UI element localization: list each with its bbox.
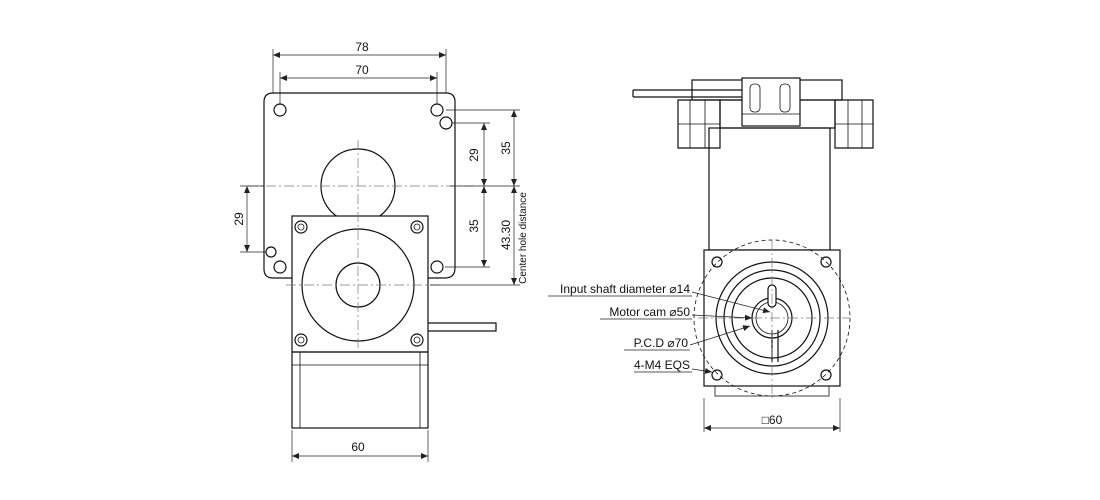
motor-flange (291, 215, 429, 353)
flange-hole (410, 220, 424, 234)
bracket-plate (263, 92, 456, 279)
flange-hole (294, 220, 308, 234)
label-pcd: P.C.D ⌀70 (634, 336, 689, 350)
dim-35-top: 35 (499, 141, 513, 155)
wire (632, 89, 742, 98)
motor-body (291, 351, 429, 429)
m4-hole (711, 256, 723, 268)
plate-hole (265, 246, 277, 258)
label-square-60: □60 (762, 413, 783, 427)
flange-hole (410, 333, 424, 347)
dim-43-30: 43.30 (499, 220, 513, 250)
m4-hole (820, 369, 832, 381)
label-motor-cam: Motor cam ⌀50 (609, 305, 690, 319)
cable (428, 322, 497, 332)
left-clamp (677, 99, 721, 149)
flange-hole-inner (413, 336, 421, 344)
right-clamp (834, 99, 874, 149)
m4-hole (820, 256, 832, 268)
gearbox-body (708, 127, 831, 251)
plate-hole (273, 260, 287, 274)
plate-hole (430, 103, 444, 117)
dim-center-hole-distance: Center hole distance (518, 192, 529, 284)
dim-29-left: 29 (232, 212, 246, 226)
flange-hole (294, 333, 308, 347)
dim-60-bottom: 60 (351, 440, 365, 454)
plate-hole (430, 260, 444, 274)
plate-hole (439, 116, 453, 130)
left-view: 78 70 35 29 35 43.30 Center hole distanc… (232, 40, 529, 462)
dim-70: 70 (355, 63, 369, 77)
right-view: Input shaft diameter ⌀14 Motor cam ⌀50 P… (548, 77, 874, 432)
flange-hole-inner (413, 223, 421, 231)
label-holes: 4-M4 EQS (634, 358, 690, 372)
plate-hole (273, 103, 287, 117)
flange-hole-inner (297, 223, 305, 231)
label-input-shaft: Input shaft diameter ⌀14 (560, 282, 690, 296)
dim-78: 78 (355, 40, 369, 54)
flange-hole-inner (297, 336, 305, 344)
dim-35-mid: 35 (467, 219, 481, 233)
m4-hole (711, 369, 723, 381)
dim-29-right: 29 (467, 148, 481, 162)
